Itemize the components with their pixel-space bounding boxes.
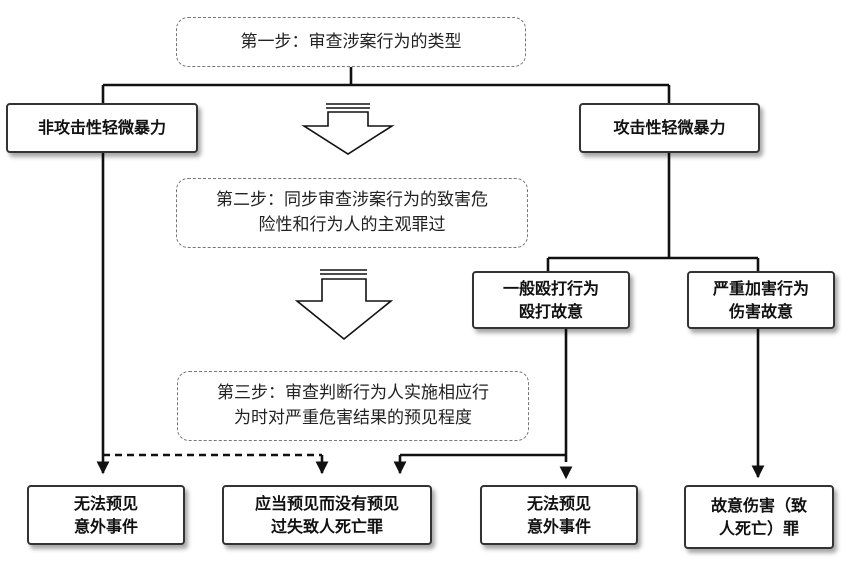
step-3-text-line-1: 第三步：审查判断行为人实施相应行	[217, 383, 489, 404]
step-1-text: 第一步：审查涉案行为的类型	[240, 31, 462, 52]
right-branch-connector	[546, 152, 760, 272]
outcome-accident-left-line-1: 无法预见	[73, 493, 138, 513]
non-aggressive-violence-box: 非攻击性轻微暴力	[6, 103, 198, 153]
serious-harm-box: 严重加害行为 伤害故意	[687, 271, 835, 329]
step-2-box: 第二步：同步审查涉案行为的致害危 险性和行为人的主观罪过	[176, 178, 528, 248]
left-branch-dashed-connector	[103, 453, 329, 475]
serious-harm-line-2: 伤害故意	[728, 302, 793, 321]
top-split-connector	[101, 67, 671, 103]
serious-harm-line-1: 严重加害行为	[712, 278, 809, 298]
step-2-text-line-2: 险性和行为人的主观罪过	[258, 215, 446, 235]
step-down-arrow-2	[294, 269, 394, 341]
outcome-negligent-homicide-box: 应当预见而没有预见 过失致人死亡罪	[222, 485, 432, 545]
outcome-accident-left-box: 无法预见 意外事件	[27, 485, 185, 545]
outcome-negligent-homicide-line-2: 过失致人死亡罪	[270, 517, 383, 536]
step-3-box: 第三步：审查判断行为人实施相应行 为时对严重危害结果的预见程度	[177, 371, 529, 441]
outcome-negligent-homicide-line-1: 应当预见而没有预见	[254, 493, 399, 513]
aggressive-violence-box: 攻击性轻微暴力	[579, 103, 760, 153]
step-1-box: 第一步：审查涉案行为的类型	[176, 17, 526, 67]
step-down-arrow-1	[301, 103, 395, 155]
general-assault-connector	[393, 329, 568, 475]
general-assault-line-1: 一般殴打行为	[502, 278, 599, 298]
outcome-accident-right-line-2: 意外事件	[526, 517, 591, 536]
step-3-text-line-2: 为时对严重危害结果的预见程度	[234, 408, 472, 428]
outcome-intentional-injury-line-2: 人死亡）罪	[718, 519, 799, 538]
aggressive-violence-label: 攻击性轻微暴力	[613, 118, 726, 138]
outcome-intentional-injury-box: 故意伤害（致 人死亡）罪	[684, 485, 834, 549]
outcome-accident-left-line-2: 意外事件	[73, 517, 138, 536]
outcome-accident-right-line-1: 无法预见	[526, 493, 591, 513]
general-assault-line-2: 殴打故意	[518, 302, 583, 321]
non-aggressive-violence-label: 非攻击性轻微暴力	[37, 118, 166, 138]
step-2-text-line-1: 第二步：同步审查涉案行为的致害危	[216, 190, 488, 211]
general-assault-box: 一般殴打行为 殴打故意	[472, 271, 630, 329]
outcome-intentional-injury-line-1: 故意伤害（致	[710, 495, 807, 515]
outcome-accident-right-box: 无法预见 意外事件	[480, 485, 638, 545]
